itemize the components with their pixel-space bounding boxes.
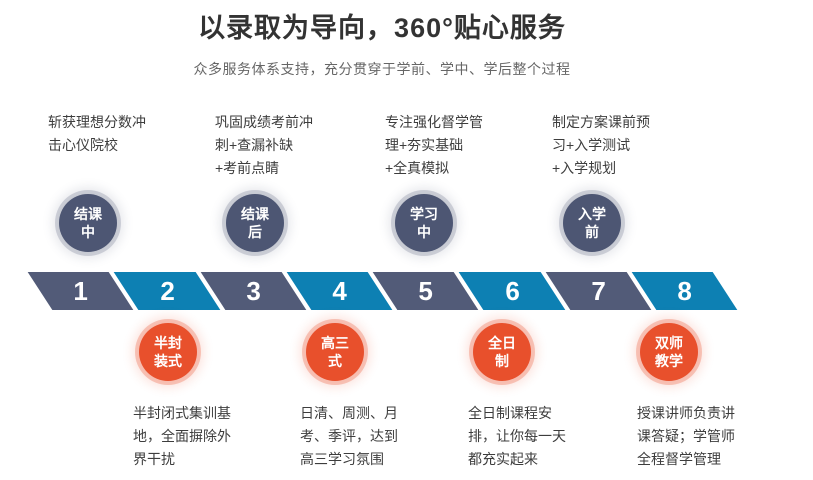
phase-circle-line: 前 bbox=[585, 224, 599, 240]
step-number: 7 bbox=[590, 275, 606, 306]
phase-description-line: 巩固成绩考前冲 bbox=[215, 114, 313, 130]
mode-description: 授课讲师负责讲 课答疑；学管师 全程督学管理 bbox=[637, 402, 757, 471]
phase-description: 专注强化督学管 理+夯实基础 +全真模拟 bbox=[385, 111, 505, 180]
step-number: 3 bbox=[245, 275, 261, 306]
mode-circle: 全日 制 bbox=[473, 323, 531, 381]
phase-circle-line: 结课 bbox=[241, 206, 269, 222]
phase-description-line: 制定方案课前预 bbox=[552, 114, 650, 130]
step-band: 1 2 3 4 5 6 7 8 bbox=[27, 272, 738, 310]
mode-circle: 双师 教学 bbox=[640, 323, 698, 381]
step-number: 5 bbox=[418, 275, 433, 306]
mode-description-line: 课答疑；学管师 bbox=[637, 428, 735, 444]
mode-description-line: 排，让你每一天 bbox=[468, 428, 566, 444]
phase-circle: 入学 前 bbox=[563, 194, 621, 252]
mode-description-line: 地，全面摒除外 bbox=[133, 428, 231, 444]
mode-circle: 半封 装式 bbox=[139, 323, 197, 381]
mode-description: 日清、周测、月 考、季评，达到 高三学习氛围 bbox=[300, 402, 420, 471]
mode-description: 半封闭式集训基 地，全面摒除外 界干扰 bbox=[133, 402, 253, 471]
mode-description: 全日制课程安 排，让你每一天 都充实起来 bbox=[468, 402, 588, 471]
phase-description: 巩固成绩考前冲 刺+查漏补缺 +考前点睛 bbox=[215, 111, 335, 180]
mode-circle-line: 高三 bbox=[321, 335, 349, 351]
mode-description-line: 考、季评，达到 bbox=[300, 428, 398, 444]
phase-description-line: 理+夯实基础 bbox=[385, 137, 464, 153]
mode-circle-line: 制 bbox=[495, 353, 509, 369]
phase-description: 斩获理想分数冲 击心仪院校 bbox=[48, 111, 168, 157]
page-title: 以录取为导向，360°贴心服务 bbox=[198, 13, 566, 43]
mode-circle-line: 装式 bbox=[154, 353, 182, 369]
step-number: 1 bbox=[73, 275, 88, 306]
phase-description-line: 击心仪院校 bbox=[48, 137, 118, 153]
mode-circle-line: 双师 bbox=[655, 335, 683, 351]
mode-description-line: 授课讲师负责讲 bbox=[637, 405, 735, 421]
step-number: 4 bbox=[332, 275, 347, 306]
phase-circle-line: 学习 bbox=[410, 206, 438, 222]
phase-description-line: 专注强化督学管 bbox=[385, 114, 483, 130]
mode-description-line: 高三学习氛围 bbox=[300, 451, 384, 467]
phase-circle-line: 入学 bbox=[578, 206, 606, 222]
mode-circle-line: 全日 bbox=[488, 335, 516, 351]
phase-description-line: +入学规划 bbox=[552, 160, 617, 176]
phase-description-line: +考前点睛 bbox=[215, 160, 280, 176]
phase-description-line: 斩获理想分数冲 bbox=[48, 114, 146, 130]
phase-description: 制定方案课前预 习+入学测试 +入学规划 bbox=[552, 111, 672, 180]
mode-circle: 高三 式 bbox=[306, 323, 364, 381]
mode-description-line: 日清、周测、月 bbox=[300, 405, 398, 421]
mode-description-line: 都充实起来 bbox=[468, 451, 538, 467]
phase-circle-line: 中 bbox=[81, 224, 95, 240]
page-subtitle: 众多服务体系支持，充分贯穿于学前、学中、学后整个过程 bbox=[193, 61, 571, 77]
mode-description-line: 全日制课程安 bbox=[468, 405, 552, 421]
step-number: 2 bbox=[159, 275, 175, 306]
mode-description-line: 全程督学管理 bbox=[637, 451, 721, 467]
phase-circle-line: 中 bbox=[417, 224, 431, 240]
phase-circle-line: 后 bbox=[248, 224, 262, 240]
phase-circle-line: 结课 bbox=[74, 206, 102, 222]
phase-circle: 结课 后 bbox=[226, 194, 284, 252]
phase-description-line: +全真模拟 bbox=[385, 160, 450, 176]
mode-description-line: 界干扰 bbox=[133, 451, 175, 467]
step-number: 6 bbox=[504, 275, 520, 306]
mode-circle-line: 半封 bbox=[154, 335, 182, 351]
mode-description-line: 半封闭式集训基 bbox=[133, 405, 231, 421]
mode-circle-line: 教学 bbox=[655, 353, 683, 369]
phase-circle: 学习 中 bbox=[395, 194, 453, 252]
phase-description-line: 刺+查漏补缺 bbox=[215, 137, 294, 153]
phase-description-line: 习+入学测试 bbox=[552, 137, 631, 153]
step-number: 8 bbox=[677, 275, 692, 306]
phase-circle: 结课 中 bbox=[59, 194, 117, 252]
mode-circle-line: 式 bbox=[328, 353, 342, 369]
